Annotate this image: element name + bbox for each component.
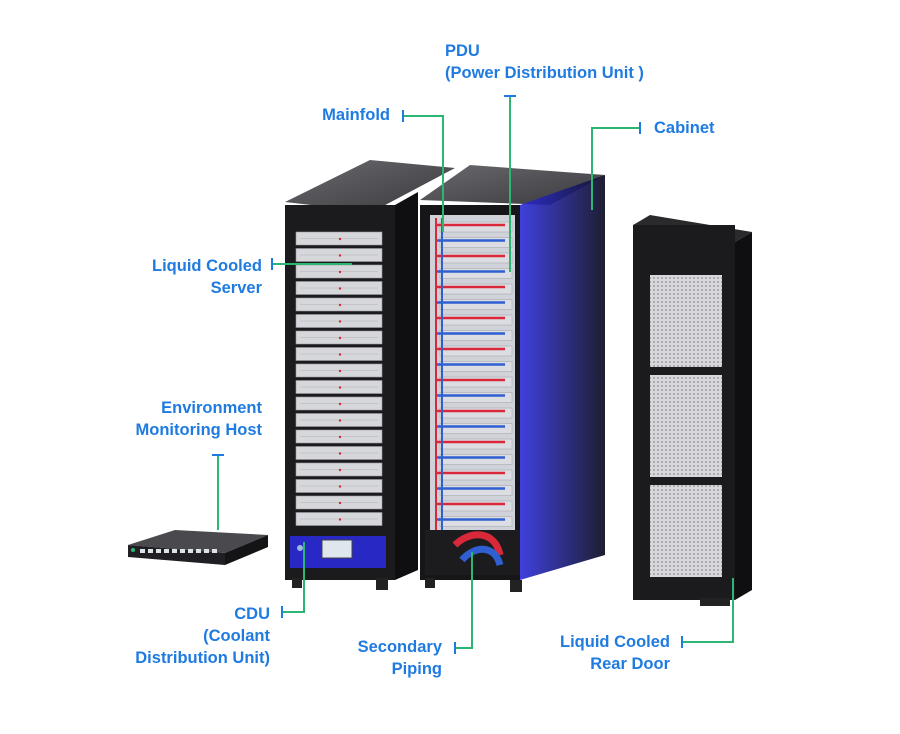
label-cdu-line1: CDU [234,605,270,623]
label-env-line2: Monitoring Host [135,421,262,439]
label-env-line1: Environment [161,399,262,417]
leader-lines [212,95,734,654]
label-piping-line2: Piping [391,660,442,678]
label-cdu-line2: (Coolant [203,627,270,645]
open-cabinet [420,165,605,592]
label-environment-host: Environment Monitoring Host [100,397,262,441]
cdu-screen [321,539,353,559]
label-mainfold: Mainfold [300,104,390,126]
label-piping-line1: Secondary [357,638,442,656]
label-pdu: PDU (Power Distribution Unit ) [445,40,644,84]
label-pdu-line1: PDU [445,42,480,60]
label-rear-door: Liquid Cooled Rear Door [520,631,670,675]
left-cabinet [285,160,455,590]
label-secondary-piping: Secondary Piping [320,636,442,680]
server-stack [295,231,383,526]
label-mainfold-line1: Mainfold [322,106,390,124]
label-pdu-line2: (Power Distribution Unit ) [445,64,644,82]
label-cdu-line3: Distribution Unit) [135,649,270,667]
label-rear-door-line2: Rear Door [590,655,670,673]
environment-monitoring-host [128,530,268,565]
label-cdu: CDU (Coolant Distribution Unit) [100,603,270,669]
label-cabinet: Cabinet [654,117,715,139]
manifold-pipes [435,218,513,530]
rear-door [633,215,752,606]
label-liquid-cooled-server: Liquid Cooled Server [110,255,262,299]
label-server-line2: Server [210,279,262,297]
label-server-line1: Liquid Cooled [152,257,262,275]
label-cabinet-line1: Cabinet [654,119,715,137]
label-rear-door-line1: Liquid Cooled [560,633,670,651]
